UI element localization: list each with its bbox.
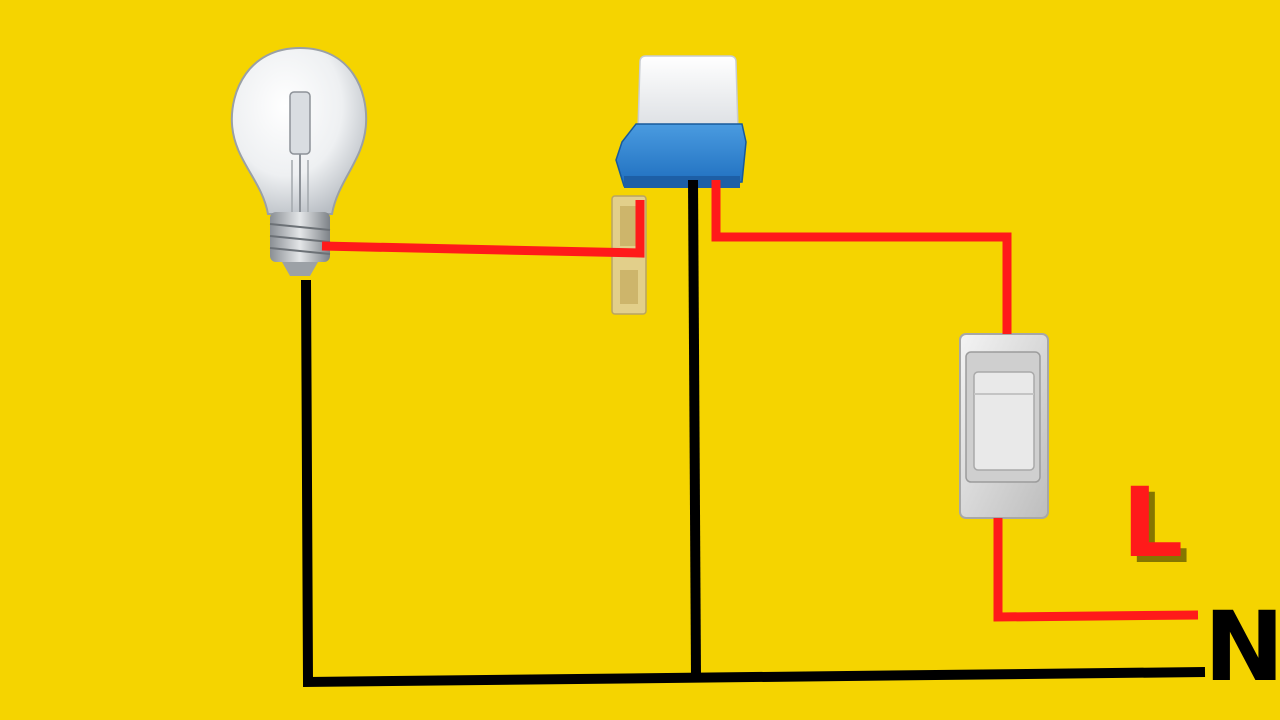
live-wire-bulb-to-sensor: [321, 200, 645, 258]
bulb-icon: [230, 46, 368, 276]
live-wire-switch-to-supply: [993, 518, 1199, 622]
neutral-wires: [301, 179, 1206, 688]
neutral-wire-sensor: [688, 179, 701, 679]
label-live-text: L: [1122, 467, 1183, 579]
neutral-wire-bulb: [301, 279, 1206, 688]
live-wires: [321, 180, 1199, 622]
switch-icon: [959, 333, 1049, 519]
label-live: L L: [1122, 467, 1189, 585]
live-wire-sensor-to-switch: [711, 180, 1012, 334]
label-live-shadow: L: [1128, 473, 1189, 585]
label-neutral-text: N: [1204, 591, 1280, 703]
label-neutral: N: [1204, 591, 1280, 703]
